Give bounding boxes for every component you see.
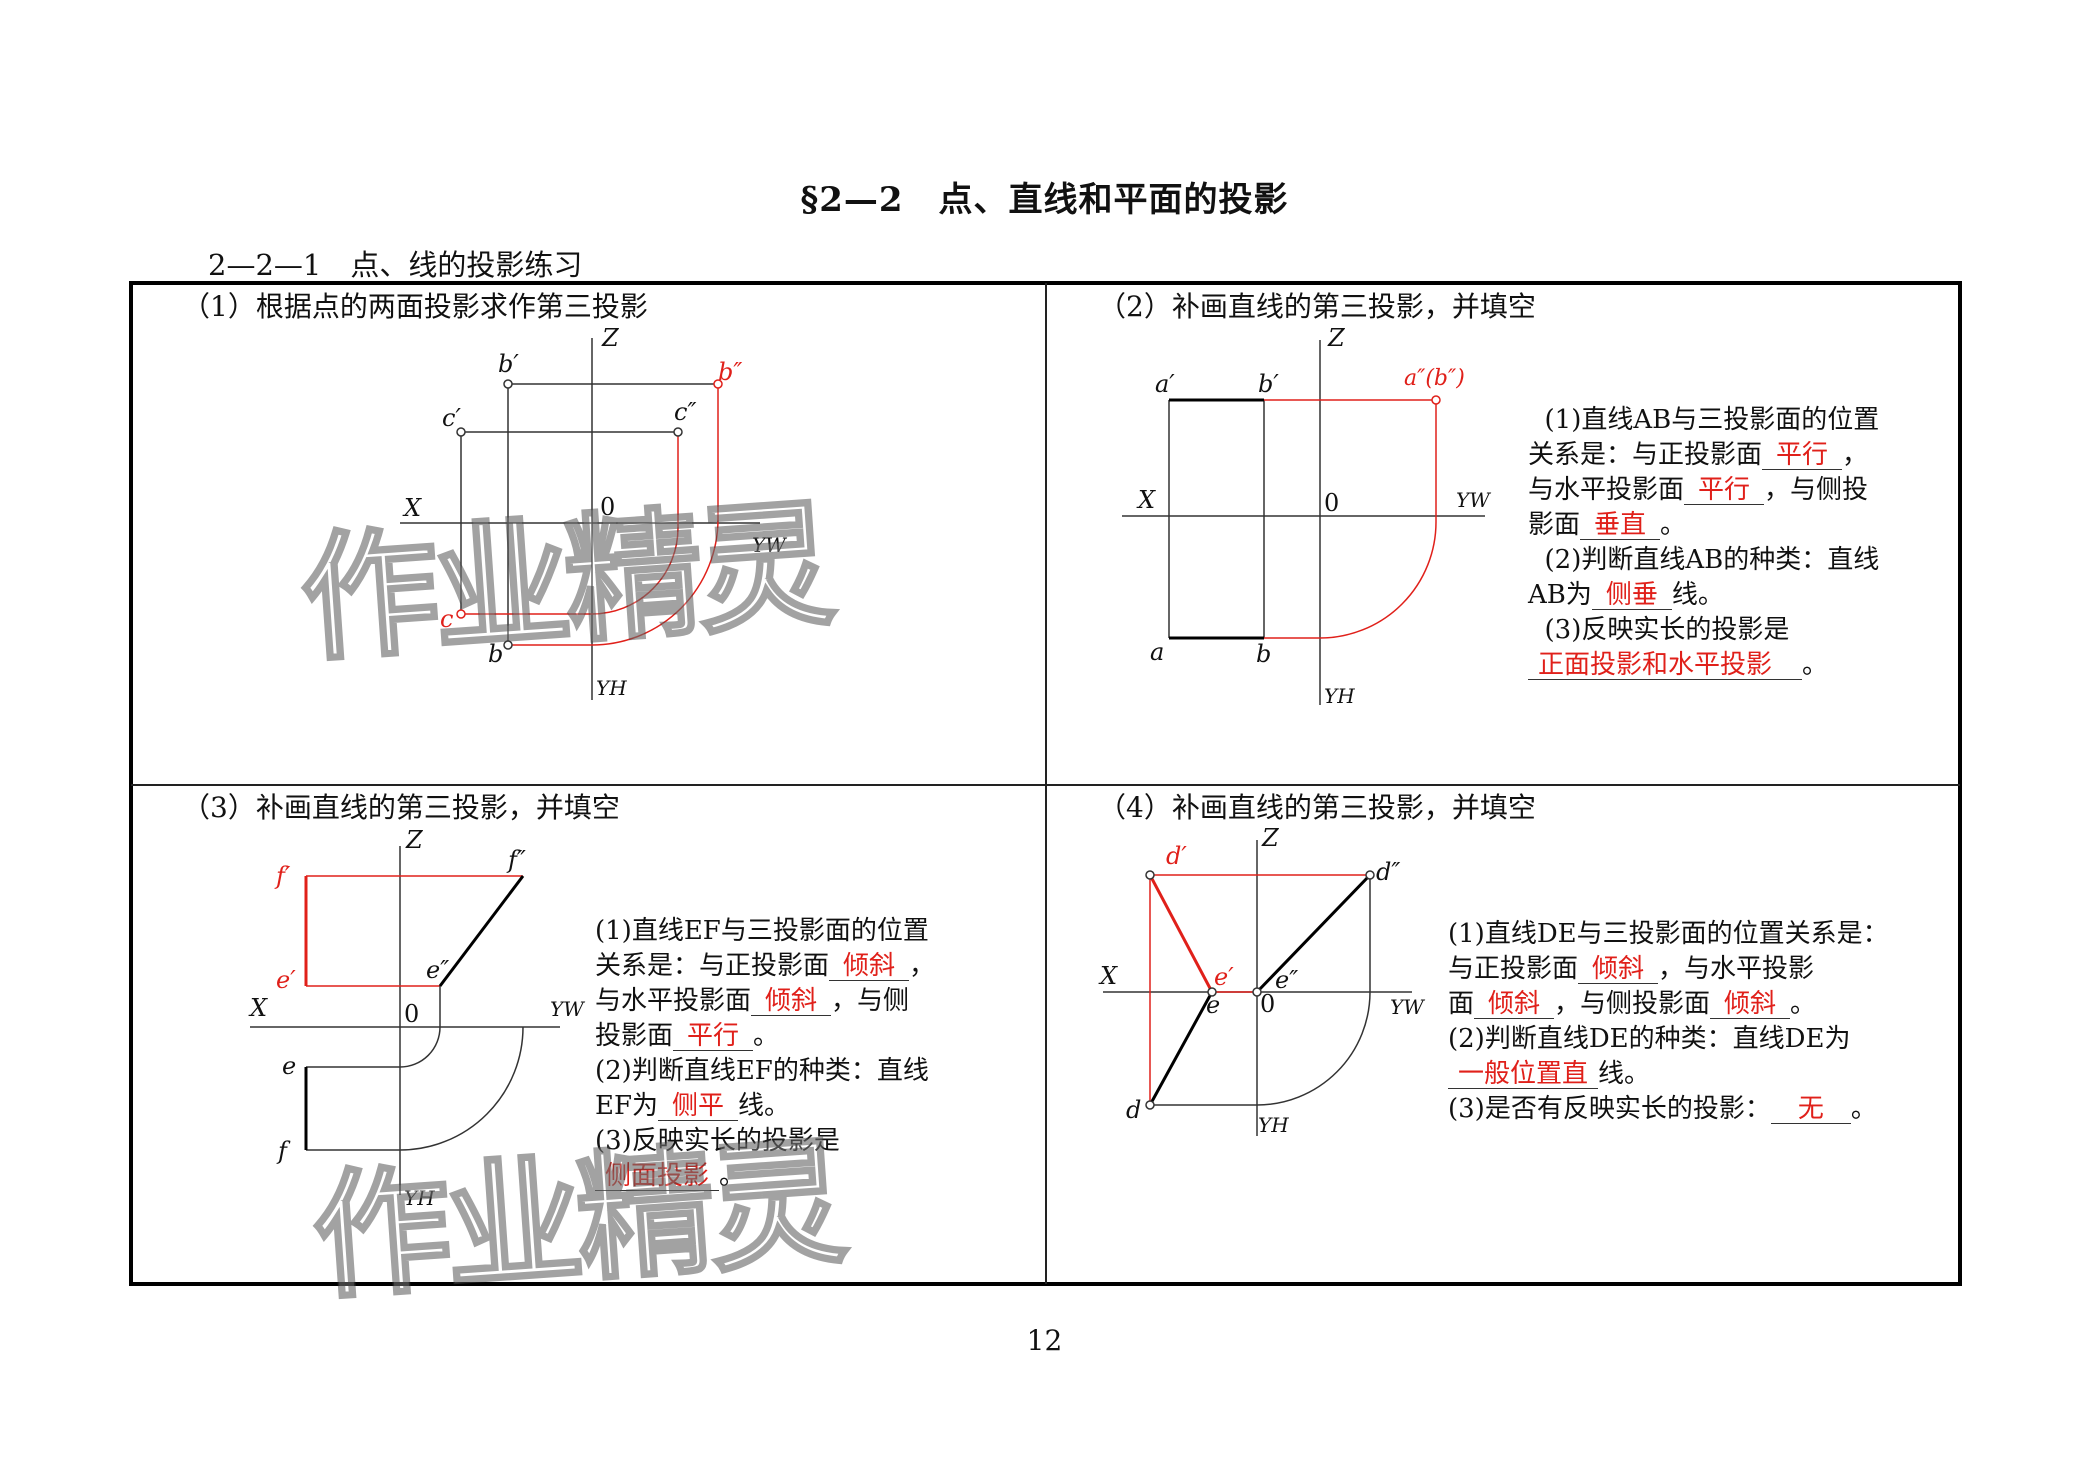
p4-label-x: X: [1098, 962, 1118, 990]
page-title: §2—2 点、直线和平面的投影: [800, 180, 1289, 220]
p3-label-f2: f″: [506, 846, 526, 874]
p2-label-b: b: [1256, 640, 1271, 668]
p3-label-yh: YH: [404, 1186, 435, 1210]
p2-label-yh: YH: [1324, 684, 1355, 708]
vertical-divider: [1045, 283, 1047, 1284]
p3-answer-5: 侧面投影: [595, 1162, 720, 1191]
p3-answer-1: 倾斜: [829, 952, 910, 981]
p3-answer-3: 平行: [673, 1022, 754, 1051]
p1-label-b: b: [488, 640, 503, 668]
p1-point-b-front: [503, 379, 513, 389]
p4-line-de-top: [1148, 991, 1214, 1106]
p2-label-b1: b′: [1258, 370, 1279, 398]
p4-label-d2: d″: [1376, 858, 1400, 886]
p2-answer-4: 侧垂: [1591, 581, 1672, 610]
p3-answer-4: 侧平: [658, 1092, 739, 1121]
p1-label-z: Z: [601, 324, 620, 352]
p3-label-f1: f′: [274, 862, 291, 890]
p1-point-c-front: [456, 427, 466, 437]
p4-label-e1: e′: [1214, 963, 1234, 991]
panel3-title: （3）补画直线的第三投影，并填空: [182, 791, 620, 824]
p3-line-ef-side: [438, 875, 525, 987]
p3-label-z: Z: [405, 826, 424, 854]
page-number: 12: [1026, 1324, 1063, 1357]
p2-answer-5: 正面投影和水平投影: [1528, 651, 1803, 680]
p3-label-x: X: [248, 994, 268, 1022]
p4-answer-5: 无: [1770, 1095, 1851, 1124]
p4-label-z: Z: [1261, 824, 1280, 852]
p2-label-z: Z: [1327, 324, 1346, 352]
p3-label-e: e: [282, 1052, 296, 1080]
p4-label-o: 0: [1260, 990, 1275, 1018]
p2-label-a1: a′: [1155, 370, 1175, 398]
p1-label-o: 0: [600, 493, 615, 521]
p1-label-c2: c″: [674, 398, 696, 426]
p3-label-o: 0: [404, 1000, 419, 1028]
p4-label-yh: YH: [1258, 1113, 1289, 1137]
panel4-questions: (1)直线DE与三投影面的位置关系是： 与正投影面倾斜，与水平投影 面倾斜，与侧…: [1448, 919, 1889, 1124]
p1-label-c1: c′: [442, 404, 461, 432]
p4-label-yw: YW: [1390, 995, 1425, 1019]
p1-label-b2: b″: [718, 358, 742, 386]
p1-label-yh: YH: [596, 676, 627, 700]
p2-answer-1: 平行: [1762, 441, 1843, 470]
p2-label-o: 0: [1324, 489, 1339, 517]
p4-line-de-front: [1148, 874, 1214, 993]
watermark-1: 作业精灵: [294, 482, 835, 682]
horizontal-divider: [131, 784, 1960, 786]
panel2-questions: (1)直线AB与三投影面的位置 关系是：与正投影面平行， 与水平投影面平行，与侧…: [1528, 405, 1880, 680]
p3-label-f: f: [276, 1137, 291, 1165]
p2-point-ab-side: [1431, 395, 1441, 405]
panel1-title: （1）根据点的两面投影求作第三投影: [182, 290, 648, 323]
panel4-title: （4）补画直线的第三投影，并填空: [1098, 791, 1536, 824]
p3-label-e1: e′: [276, 966, 296, 994]
panel3-diagram: Z X 0 YW YH f′ e′ f″ e″ e f: [248, 826, 585, 1210]
p4-line-de-side: [1255, 873, 1372, 994]
p1-label-c: c: [440, 605, 453, 633]
section-subtitle: 2—2—1 点、线的投影练习: [208, 248, 583, 282]
watermark-2: 作业精灵: [306, 1120, 847, 1320]
p4-answer-2: 倾斜: [1474, 990, 1555, 1019]
p1-point-c-top: [456, 609, 466, 619]
p4-label-e: e: [1206, 991, 1220, 1019]
panel1-diagram: Z X 0 YW YH b′ c′ b″ c″ b c: [400, 324, 787, 700]
p2-label-a: a: [1150, 638, 1164, 666]
panel4-diagram: Z X 0 YW YH d′ e′ d″ e″ e d: [1098, 824, 1425, 1137]
p1-point-b-side: [713, 379, 723, 389]
p1-point-b-top: [503, 640, 513, 650]
p4-answer-4: 一般位置直: [1448, 1060, 1599, 1089]
p2-label-yw: YW: [1456, 488, 1491, 512]
p1-label-x: X: [402, 494, 422, 522]
p1-label-yw: YW: [752, 533, 787, 557]
p4-label-e2: e″: [1275, 966, 1298, 994]
p4-label-d: d: [1126, 1096, 1141, 1124]
panel3-questions: (1)直线EF与三投影面的位置 关系是：与正投影面倾斜， 与水平投影面倾斜，与侧…: [595, 916, 936, 1191]
p2-answer-3: 垂直: [1580, 511, 1661, 540]
p3-label-e2: e″: [426, 956, 449, 984]
p4-answer-1: 倾斜: [1578, 955, 1659, 984]
p2-answer-2: 平行: [1684, 476, 1765, 505]
panel2-title: （2）补画直线的第三投影，并填空: [1098, 290, 1536, 323]
p2-label-ab2: a″(b″): [1404, 366, 1465, 391]
p1-label-b1: b′: [498, 350, 519, 378]
p2-label-x: X: [1136, 486, 1156, 514]
p3-label-yw: YW: [550, 997, 585, 1021]
p4-label-d1: d′: [1166, 842, 1187, 870]
p4-answer-3: 倾斜: [1710, 990, 1791, 1019]
p3-answer-2: 倾斜: [751, 987, 832, 1016]
p1-point-c-side: [673, 427, 683, 437]
panel2-diagram: Z X 0 YW YH a′ b′ a″(b″) a b: [1122, 324, 1491, 708]
